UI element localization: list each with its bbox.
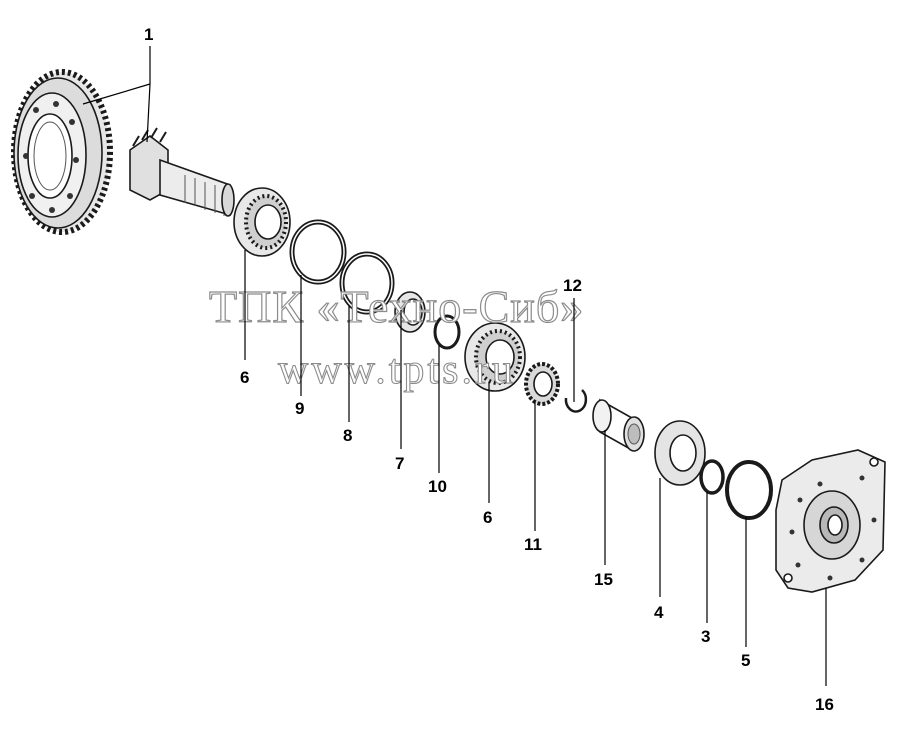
ring-part-10 bbox=[433, 314, 461, 350]
snap-ring-part-12 bbox=[564, 389, 588, 413]
callout-7: 7 bbox=[395, 454, 404, 473]
watermark-line-1: ТПК «Техно-Сиб» bbox=[209, 281, 584, 332]
o-ring-part-3 bbox=[699, 459, 725, 495]
callout-1: 1 bbox=[144, 25, 153, 44]
washer-part-4 bbox=[654, 420, 706, 486]
ring-gear-part-1 bbox=[11, 69, 113, 235]
bearing-part-6a bbox=[233, 187, 291, 257]
callout-3: 3 bbox=[701, 627, 710, 646]
spacer-part-15 bbox=[592, 398, 645, 452]
callout-10: 10 bbox=[428, 477, 447, 496]
watermark-line-2: www.tpts.ru bbox=[278, 347, 516, 393]
leader-lines bbox=[82, 46, 827, 686]
callout-8: 8 bbox=[343, 426, 352, 445]
callout-9: 9 bbox=[295, 399, 304, 418]
bearing-part-6b bbox=[464, 322, 526, 392]
nut-part-11 bbox=[524, 362, 560, 406]
pinion-shaft-part-1 bbox=[129, 127, 235, 217]
sleeve-part-7 bbox=[394, 291, 426, 333]
callout-12: 12 bbox=[563, 276, 582, 295]
callout-6b: 6 bbox=[483, 508, 492, 527]
callout-6a: 6 bbox=[240, 368, 249, 387]
callout-5: 5 bbox=[741, 651, 750, 670]
o-ring-part-5 bbox=[725, 460, 773, 520]
cover-part-16 bbox=[775, 449, 886, 593]
callout-4: 4 bbox=[654, 603, 664, 622]
callout-15: 15 bbox=[594, 570, 613, 589]
callout-16: 16 bbox=[815, 695, 834, 714]
callout-11: 11 bbox=[524, 535, 542, 554]
